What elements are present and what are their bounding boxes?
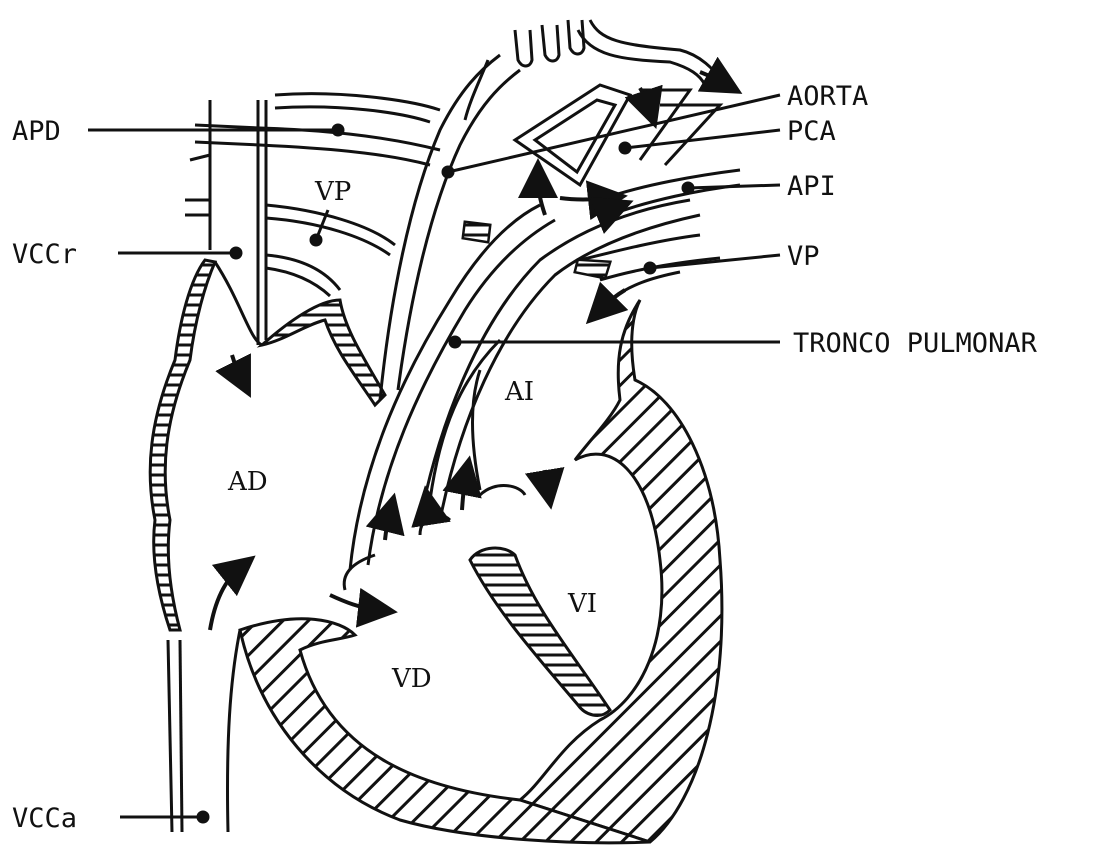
flow-arrow-duct	[538, 178, 545, 215]
mitral-valve-flap	[480, 486, 525, 495]
left-ventricle-wall	[520, 300, 722, 842]
aortic-branch-2	[542, 25, 559, 61]
leader-aorta-dot	[443, 167, 453, 177]
atrial-inner-line-2	[473, 370, 481, 490]
right-atrium-wall	[150, 260, 215, 630]
inferior-vena-cava-left-wall	[168, 640, 172, 832]
leader-vp-right	[650, 255, 780, 268]
flow-arrow-valve-up	[462, 475, 466, 510]
label-ad: AD	[227, 467, 268, 497]
leader-vcca-dot	[198, 812, 208, 822]
flow-arrow-pulm-out	[385, 512, 390, 540]
leader-vp-right-dot	[645, 263, 655, 273]
leader-api	[688, 185, 780, 188]
leader-api-dot	[683, 183, 693, 193]
flow-arrow-ivc	[210, 568, 240, 630]
right-pulmonary-artery-lower	[195, 142, 430, 165]
pulmonary-valve-flap-1	[344, 555, 375, 590]
right-atrium-outline	[215, 262, 262, 345]
interventricular-septum	[470, 548, 610, 715]
leader-pca	[625, 130, 780, 148]
connection-piece-2-fill	[575, 260, 610, 278]
label-vp-left: VP	[314, 177, 351, 207]
pulmonary-vein-left-1-inner	[266, 218, 390, 255]
label-vd: VD	[391, 664, 432, 694]
vessel-stub-3	[190, 155, 210, 160]
inferior-vena-cava-outer	[228, 630, 241, 832]
connection-piece-1-fill	[463, 222, 490, 242]
leader-vp-left-dot	[311, 235, 321, 245]
label-vcca: VCCa	[12, 803, 77, 834]
aortic-branch-4	[465, 60, 488, 120]
flow-arrow-la-lv	[545, 470, 548, 490]
flow-arrow-duct-2	[560, 198, 608, 200]
aorta-arch-top-inner	[578, 30, 705, 85]
label-aorta: AORTA	[787, 81, 868, 112]
label-vp-right: VP	[787, 241, 820, 272]
pulmonary-vein-left-1	[266, 205, 395, 245]
upper-vessel-inner	[275, 107, 430, 122]
label-vccr: VCCr	[12, 239, 77, 270]
left-pulmonary-artery	[600, 170, 740, 200]
leader-vccr-dot	[231, 248, 241, 258]
label-tronco-pulmonar: TRONCO PULMONAR	[793, 328, 1038, 359]
small-arrow-la	[428, 505, 430, 518]
inferior-vena-cava-right-wall	[180, 640, 182, 832]
leader-apd-dot	[333, 125, 343, 135]
label-apd: APD	[12, 116, 61, 147]
label-pca: PCA	[787, 116, 836, 147]
label-vi: VI	[567, 589, 597, 619]
flow-arrow-svc	[232, 355, 242, 380]
pulmonary-vein-right-3	[610, 272, 680, 300]
pulmonary-vein-left-2	[266, 255, 340, 290]
flow-arrow-vp-in	[600, 290, 625, 310]
leader-pca-dot	[620, 143, 630, 153]
leader-tronco-dot	[450, 337, 460, 347]
label-ai: AI	[504, 377, 534, 407]
atrial-septum-wall	[262, 300, 385, 405]
aortic-branch-1	[515, 30, 532, 66]
label-api: API	[787, 171, 836, 202]
flow-arrow-ra-rv	[330, 595, 378, 610]
pulmonary-valve-flap-2	[420, 515, 450, 535]
pca-channel-lower	[660, 105, 720, 165]
